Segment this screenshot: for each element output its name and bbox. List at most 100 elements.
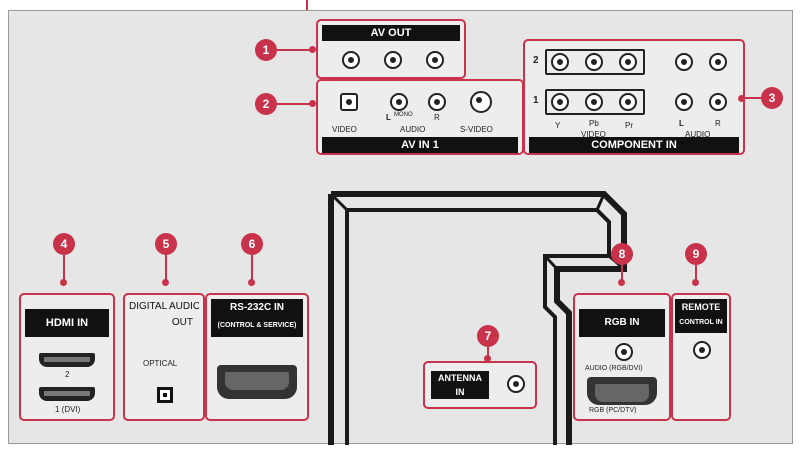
component1-jack-pb	[585, 93, 603, 111]
rs232c-port	[217, 365, 297, 399]
leader-3	[744, 97, 762, 99]
component2-jack-pb	[585, 53, 603, 71]
av-in-jack-audio-l	[390, 93, 408, 111]
antenna-in-title: ANTENNA IN	[431, 371, 489, 399]
av-out-jack-audio-l	[384, 51, 402, 69]
av-out-jack-audio-r	[426, 51, 444, 69]
marker-5: 5	[155, 233, 177, 255]
leader-7	[487, 347, 489, 359]
marker-3: 3	[761, 87, 783, 109]
digital-audio-out-box: DIGITAL AUDIO OUT OPTICAL	[123, 293, 205, 421]
rgb-in-box: RGB IN AUDIO (RGB/DVI) RGB (PC/DTV)	[573, 293, 671, 421]
marker-1: 1	[255, 39, 277, 61]
leader-9	[695, 265, 697, 281]
remote-control-box: REMOTE CONTROL IN	[671, 293, 731, 421]
marker-8: 8	[611, 243, 633, 265]
component-in-box: 2 1 Y Pb Pr VIDEO L R AUDIO COMPONENT IN	[523, 39, 745, 155]
hdmi-port-2	[39, 353, 95, 367]
leader-dot-4	[60, 279, 67, 286]
av-out-title: AV OUT	[322, 25, 460, 41]
marker-9: 9	[685, 243, 707, 265]
component1-jack-audio-r	[709, 93, 727, 111]
rs232c-in-title: RS-232C IN (CONTROL & SERVICE)	[211, 299, 303, 337]
component-audio-l-label: L	[679, 119, 684, 128]
component1-jack-y	[551, 93, 569, 111]
component-row1-label: 1	[533, 95, 539, 106]
av-in-mono-label: MONO	[394, 112, 413, 118]
component-pb-label: Pb	[589, 119, 599, 128]
rs232c-in-title-line2: (CONTROL & SERVICE)	[217, 322, 297, 329]
component2-jack-y	[551, 53, 569, 71]
av-in-title: AV IN 1	[322, 137, 518, 153]
antenna-jack	[507, 375, 525, 393]
component2-jack-audio-r	[709, 53, 727, 71]
panel-frame: 1 AV OUT 2 VIDEO L MONO R AUDIO S-VIDEO …	[8, 10, 793, 445]
remote-control-jack	[693, 341, 711, 359]
hdmi-in-title: HDMI IN	[25, 309, 109, 337]
leader-8	[621, 265, 623, 281]
av-in-audio-label: AUDIO	[400, 125, 426, 134]
av-in-video-label: VIDEO	[332, 125, 357, 134]
rs232c-in-title-line1: RS-232C IN	[230, 302, 284, 313]
rgb-audio-label: AUDIO (RGB/DVI)	[585, 365, 643, 372]
rgb-audio-jack	[615, 343, 633, 361]
optical-port	[157, 387, 173, 403]
antenna-in-title-line2: IN	[455, 387, 465, 397]
leader-dot-2	[309, 100, 316, 107]
av-in-jack-video	[340, 93, 358, 111]
leader-dot-1	[309, 46, 316, 53]
component-in-title: COMPONENT IN	[529, 137, 739, 153]
component-pr-label: Pr	[625, 121, 633, 130]
leader-dot-8	[618, 279, 625, 286]
leader-4	[63, 255, 65, 281]
marker-2: 2	[255, 93, 277, 115]
leader-dot-7	[484, 355, 491, 362]
tv-back-outline	[328, 191, 627, 445]
marker-7: 7	[477, 325, 499, 347]
rs232c-in-box: RS-232C IN (CONTROL & SERVICE)	[205, 293, 309, 421]
top-leader-line	[306, 0, 308, 10]
component2-jack-pr	[619, 53, 637, 71]
hdmi-in-box: HDMI IN 2 1 (DVI)	[19, 293, 115, 421]
av-in-box: VIDEO L MONO R AUDIO S-VIDEO AV IN 1	[316, 79, 524, 155]
marker-4: 4	[53, 233, 75, 255]
component-audio-r-label: R	[715, 119, 721, 128]
av-in-jack-audio-r	[428, 93, 446, 111]
component-row1-video-group	[545, 89, 645, 115]
av-in-svideo-label: S-VIDEO	[460, 125, 493, 134]
component-row2-video-group	[545, 49, 645, 75]
av-out-box: AV OUT	[316, 19, 466, 79]
component2-jack-audio-l	[675, 53, 693, 71]
leader-dot-6	[248, 279, 255, 286]
av-out-jack-video	[342, 51, 360, 69]
rgb-pc-port	[587, 377, 657, 405]
marker-6: 6	[241, 233, 263, 255]
remote-control-title-line1: REMOTE	[681, 302, 721, 312]
leader-1	[277, 49, 313, 51]
hdmi-port-1-label: 1 (DVI)	[55, 405, 81, 414]
rgb-pc-label: RGB (PC/DTV)	[589, 407, 637, 414]
component1-jack-pr	[619, 93, 637, 111]
rgb-in-title: RGB IN	[579, 309, 665, 337]
leader-dot-3	[738, 95, 745, 102]
component-video-label: VIDEO	[581, 130, 606, 139]
component-row2-label: 2	[533, 55, 539, 66]
antenna-in-box: ANTENNA IN	[423, 361, 537, 409]
component1-jack-audio-l	[675, 93, 693, 111]
optical-label: OPTICAL	[143, 359, 178, 368]
component-y-label: Y	[555, 121, 561, 130]
leader-dot-5	[162, 279, 169, 286]
av-in-l-label: L	[386, 113, 391, 122]
leader-2	[277, 103, 313, 105]
av-in-jack-svideo	[470, 91, 492, 113]
hdmi-port-1	[39, 387, 95, 401]
leader-dot-9	[692, 279, 699, 286]
digital-audio-out-title-line1: DIGITAL AUDIO	[129, 301, 199, 312]
remote-control-title: REMOTE CONTROL IN	[675, 299, 727, 333]
leader-5	[165, 255, 167, 281]
digital-audio-out-title: DIGITAL AUDIO OUT	[129, 299, 199, 337]
digital-audio-out-title-line2: OUT	[171, 317, 193, 328]
leader-6	[251, 255, 253, 281]
av-in-r-label: R	[434, 113, 440, 122]
hdmi-port-2-label: 2	[65, 370, 70, 379]
